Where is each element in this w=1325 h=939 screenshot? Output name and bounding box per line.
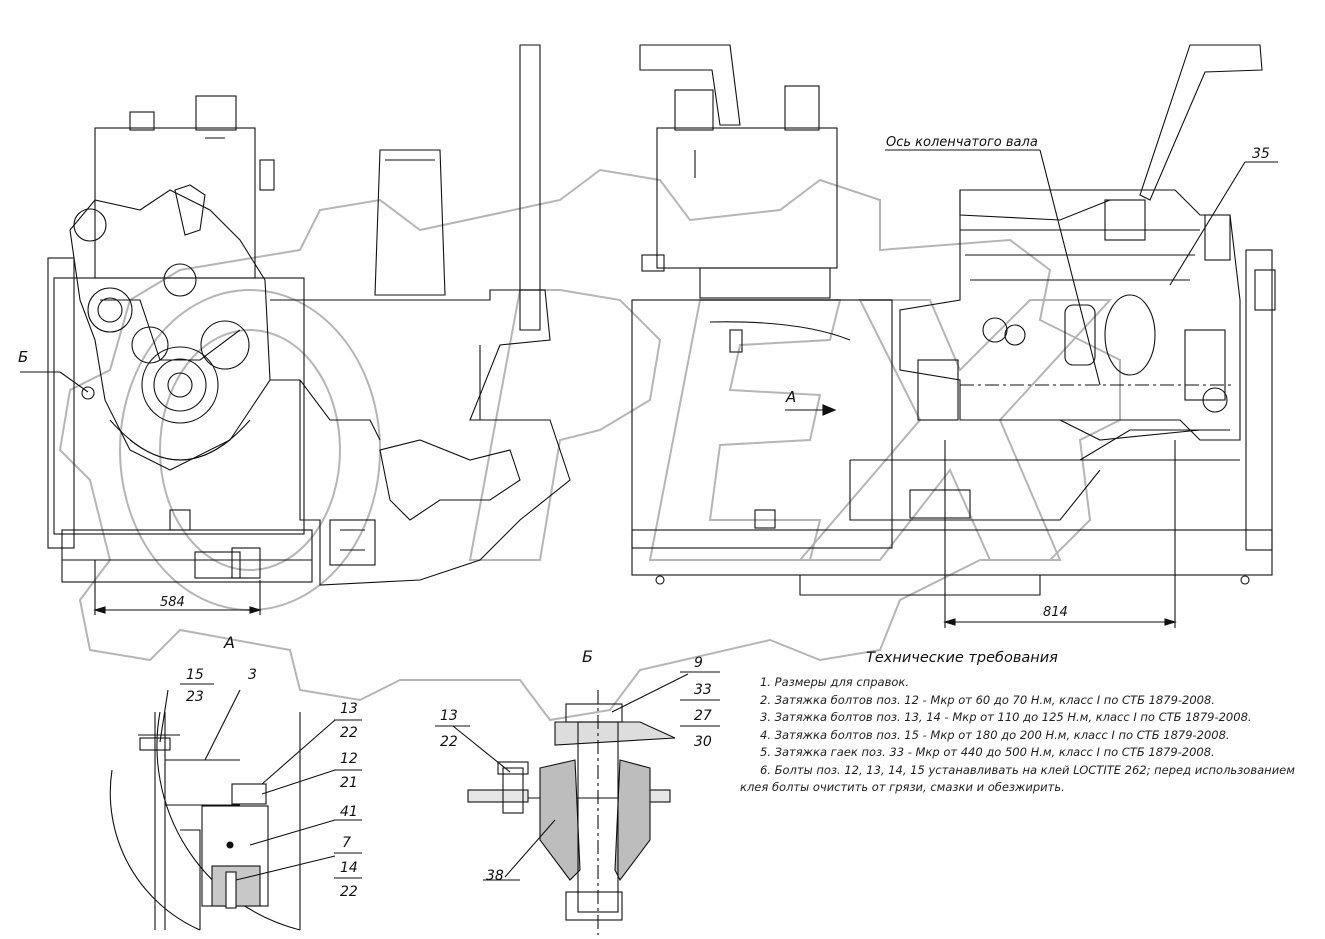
detail-b-pos-13: 13 (440, 708, 458, 724)
requirement-item: 4. Затяжка болтов поз. 15 - Мкр от 180 д… (760, 727, 1230, 742)
requirement-item: 3. Затяжка болтов поз. 13, 14 - Мкр от 1… (760, 710, 1252, 724)
detail-a-pos-3: 3 (248, 667, 257, 683)
detail-a (109, 683, 362, 931)
detail-b-pos-38: 38 (486, 868, 504, 884)
detail-a-pos-15: 15 (186, 667, 204, 683)
crankshaft-axis-label: Ось коленчатого вала (886, 135, 1038, 150)
detail-b-pos-33: 33 (694, 682, 712, 698)
dimension-left: 584 (160, 595, 185, 610)
detail-a-pos-7: 7 (342, 835, 351, 851)
requirement-item: 6. Болты поз. 12, 13, 14, 15 устанавлива… (760, 762, 1295, 777)
detail-b-pos-22: 22 (440, 734, 458, 750)
detail-a-pos-41: 41 (340, 804, 358, 820)
detail-a-pos-22b: 22 (340, 884, 358, 900)
a-view-label: A (223, 633, 235, 652)
b-section-label: Б (582, 647, 593, 666)
detail-b (435, 671, 720, 935)
detail-a-pos-23: 23 (186, 689, 204, 705)
requirement-item: 2. Затяжка болтов поз. 12 - Мкр от 60 до… (760, 692, 1215, 707)
position-35-label: 35 (1252, 146, 1270, 162)
side-view (631, 44, 1278, 628)
front-view (20, 44, 571, 615)
detail-a-pos-22: 22 (340, 725, 358, 741)
requirement-item: 5. Затяжка гаек поз. 33 - Мкр от 440 до … (760, 745, 1215, 759)
requirements-title: Технические требования (866, 650, 1058, 666)
requirement-item: 1. Размеры для справок. (760, 675, 909, 689)
label-group: Б 584 A Б A Ось коленчатого вала 35 814 … (18, 135, 1270, 900)
detail-a-pos-12: 12 (340, 751, 358, 767)
a-arrow-label: A (785, 388, 796, 406)
dimension-right: 814 (1043, 605, 1068, 620)
detail-b-pos-30: 30 (694, 734, 712, 750)
detail-b-pos-27: 27 (694, 708, 712, 724)
detail-b-pos-9: 9 (694, 655, 703, 671)
detail-a-pos-13: 13 (340, 701, 358, 717)
b-view-label: Б (18, 348, 28, 366)
requirements-list: 1. Размеры для справок. 2. Затяжка болто… (740, 674, 1300, 797)
requirement-item-continuation: клея болты очистить от грязи, смазки и о… (740, 780, 1065, 794)
detail-a-pos-14: 14 (340, 860, 358, 876)
detail-a-pos-21: 21 (340, 775, 358, 791)
